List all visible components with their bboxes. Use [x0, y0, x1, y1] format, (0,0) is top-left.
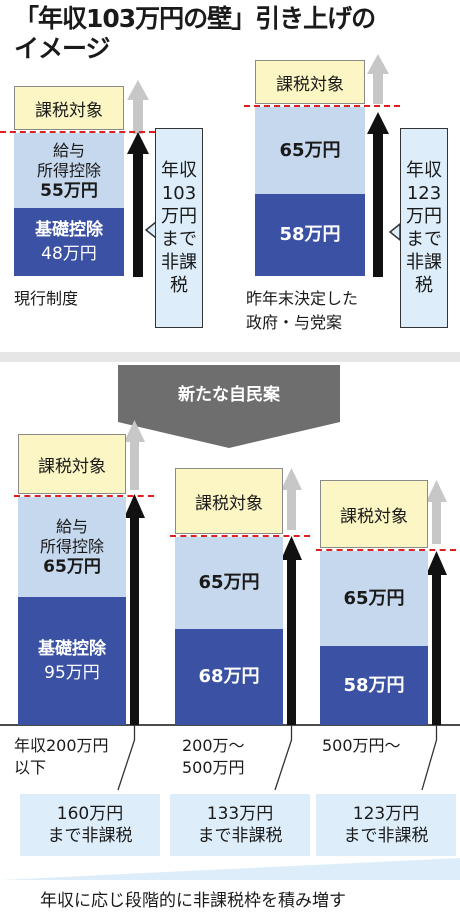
gov-label-line-2: 政府・与党案 — [246, 313, 343, 332]
gov-callout-line-2: 123 — [406, 183, 442, 204]
new1-kiso-label: 基礎控除 — [38, 639, 106, 659]
gov-lower-value: 58万円 — [279, 224, 341, 245]
new1-exempt-callout: 160万円 まで非課税 — [20, 794, 160, 856]
new1-kyuyo-label-2: 所得控除 — [39, 537, 104, 556]
new2-upper-value: 65万円 — [198, 572, 260, 593]
title-line-1: 「年収103万円の壁」引き上げの — [14, 4, 376, 33]
current-kyuyo-value: 55万円 — [40, 180, 98, 201]
gov-lower-segment: 58万円 — [255, 194, 365, 276]
new3-income-line-1: 500万円〜 — [322, 736, 401, 755]
title-line-2: イメージ — [14, 34, 111, 63]
new1-black-arrow-icon — [124, 494, 145, 725]
gov-callout-line-1: 年収 — [406, 160, 442, 181]
new2-taxable-box: 課税対象 — [175, 468, 283, 534]
new3-lower-segment: 58万円 — [320, 646, 428, 725]
new2-lower-value: 68万円 — [198, 666, 260, 687]
new2-exempt-callout: 133万円 まで非課税 — [170, 794, 310, 856]
gov-upper-value: 65万円 — [279, 139, 341, 161]
new3-black-arrow-icon — [426, 551, 447, 725]
new1-kyuyo-segment: 給与 所得控除 65万円 — [18, 497, 126, 597]
new1-kyuyo-value: 65万円 — [43, 557, 101, 577]
new2-black-arrow-icon — [281, 536, 302, 725]
new3-lower-value: 58万円 — [343, 674, 405, 696]
new1-income-line-2: 以下 — [14, 758, 47, 777]
current-threshold-line — [0, 131, 155, 133]
new2-income-line-1: 200万〜 — [182, 736, 245, 755]
new3-gray-arrow-icon — [426, 480, 447, 544]
banner-arrow-shape — [118, 365, 340, 448]
new1-kyuyo-label-1: 給与 — [55, 517, 88, 536]
current-gray-arrow-icon — [127, 80, 149, 134]
gov-label-line-1: 昨年末決定した — [246, 289, 359, 308]
current-taxable-box: 課税対象 — [14, 86, 124, 130]
current-kyuyo-segment: 給与 所得控除 55万円 — [14, 133, 124, 208]
kiso-label: 基礎控除 — [35, 220, 103, 240]
gov-threshold-line — [244, 105, 400, 107]
banner-new-ldp-plan: 新たな自民案 — [178, 385, 280, 405]
new1-income-line-1: 年収200万円 — [14, 736, 109, 755]
footer-band — [0, 858, 460, 880]
gov-callout-line-5: 非課 — [406, 252, 442, 273]
current-callout-line-5: 非課 — [161, 252, 197, 273]
kyuyo-label-2: 所得控除 — [36, 160, 101, 180]
new1-kiso-segment: 基礎控除 95万円 — [18, 597, 126, 725]
current-label: 現行制度 — [14, 289, 79, 308]
new1-exempt-line-1: 160万円 — [56, 804, 124, 824]
new2-gray-arrow-icon — [281, 468, 302, 530]
gov-callout-line-6: 税 — [415, 275, 433, 296]
current-callout: 年収 103 万円 まで 非課 税 — [155, 128, 203, 328]
gov-callout-pointer — [388, 222, 401, 242]
current-callout-line-6: 税 — [170, 275, 188, 296]
gov-taxable-box: 課税対象 — [255, 60, 365, 104]
new3-exempt-line-2: まで非課税 — [343, 826, 429, 846]
gov-gray-arrow-icon — [367, 54, 389, 104]
new3-exempt-callout: 123万円 まで非課税 — [316, 794, 456, 856]
current-callout-line-1: 年収 — [161, 160, 197, 181]
new2-exempt-line-1: 133万円 — [206, 804, 274, 824]
gov-upper-segment: 65万円 — [255, 107, 365, 194]
current-callout-line-2: 103 — [161, 183, 197, 204]
new1-kiso-value: 95万円 — [44, 663, 100, 683]
new3-threshold-line — [316, 549, 456, 551]
gov-black-arrow-icon — [367, 112, 389, 277]
new1-pointer-line — [117, 725, 136, 791]
new3-pointer-line — [421, 725, 438, 791]
new2-lower-segment: 68万円 — [175, 629, 283, 725]
footer-note: 年収に応じ段階的に非課税枠を積み増す — [40, 891, 346, 911]
new1-threshold-line — [14, 495, 154, 497]
new1-gray-arrow-icon — [124, 420, 145, 490]
new2-pointer-line — [274, 725, 293, 791]
new1-taxable-box: 課税対象 — [18, 434, 126, 494]
new1-exempt-line-2: まで非課税 — [47, 826, 133, 846]
current-callout-line-4: まで — [161, 229, 197, 250]
current-black-arrow-icon — [127, 132, 149, 277]
new3-upper-segment: 65万円 — [320, 551, 428, 646]
new2-upper-segment: 65万円 — [175, 537, 283, 629]
new2-income-line-2: 500万円 — [182, 758, 245, 777]
new2-exempt-line-2: まで非課税 — [197, 826, 283, 846]
new3-taxable-box: 課税対象 — [320, 480, 428, 548]
new3-exempt-line-1: 123万円 — [352, 804, 420, 824]
current-kiso-value: 48万円 — [41, 244, 97, 264]
gov-callout: 年収 123 万円 まで 非課 税 — [400, 128, 448, 328]
current-kiso-segment: 基礎控除 48万円 — [14, 208, 124, 276]
section-divider — [0, 352, 460, 362]
gov-callout-line-3: 万円 — [406, 206, 442, 227]
gov-callout-line-4: まで — [406, 229, 442, 250]
kyuyo-label-1: 給与 — [52, 140, 85, 160]
current-callout-line-3: 万円 — [161, 206, 197, 227]
new2-threshold-line — [170, 535, 310, 537]
new3-upper-value: 65万円 — [343, 587, 405, 609]
